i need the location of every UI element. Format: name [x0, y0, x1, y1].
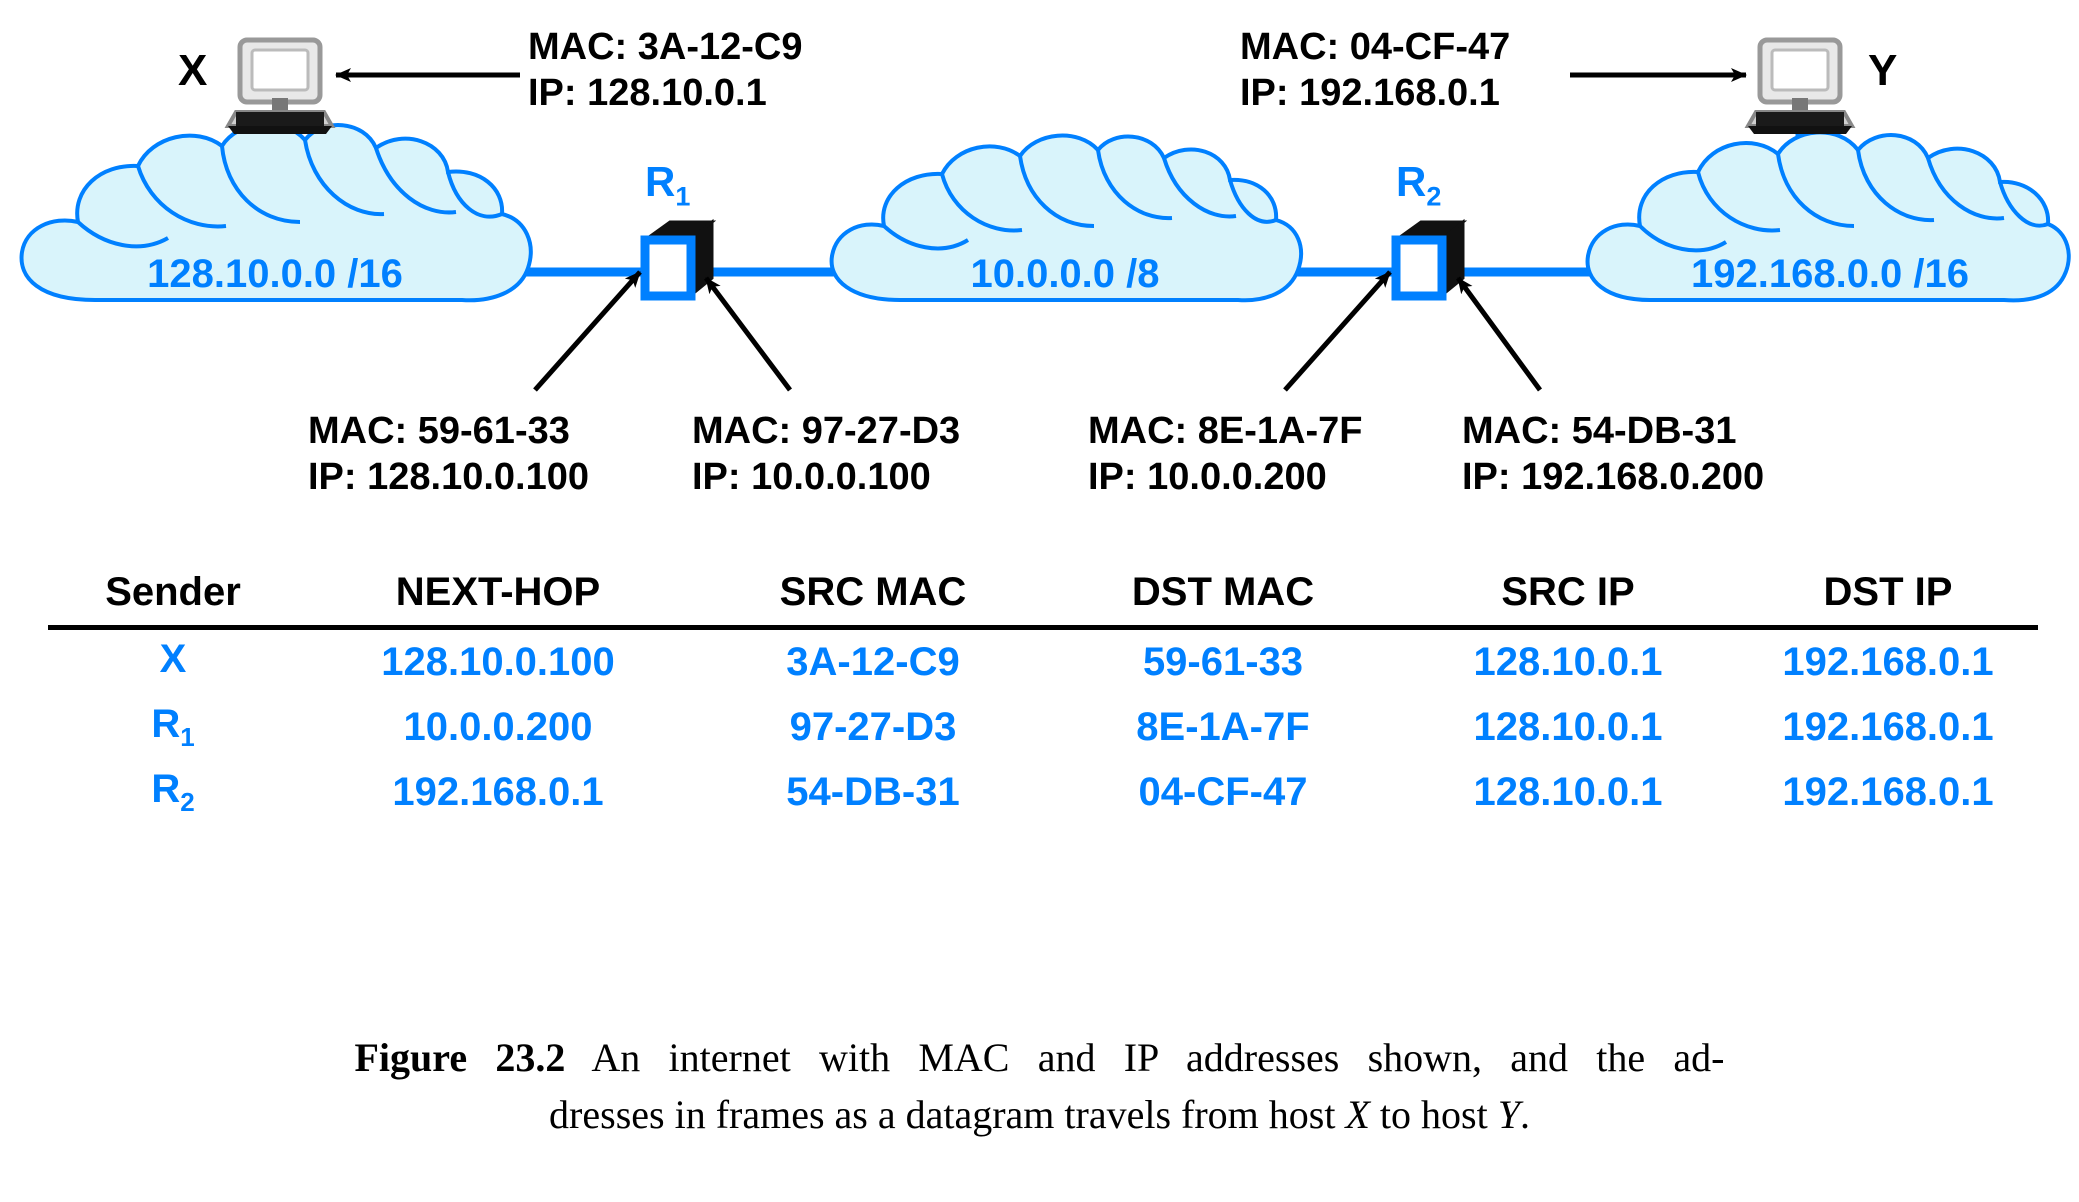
cell-sender-subscript: 1 [180, 722, 195, 752]
cell-dst-mac: 59-61-33 [1142, 640, 1304, 684]
cell-src-ip: 128.10.0.1 [1473, 640, 1663, 684]
router-r1-subscript: 1 [675, 181, 691, 212]
arrow-to-r1-left-interface [533, 270, 642, 392]
cell-src-mac: 54-DB-31 [786, 770, 960, 814]
host-x-ip-label: IP: 128.10.0.1 [528, 72, 767, 115]
r1-left-interface-annotation: MAC: 59-61-33 IP: 128.10.0.100 [308, 408, 589, 501]
cloud-network-left [19, 122, 533, 303]
cell-src-ip: 128.10.0.1 [1473, 770, 1663, 814]
cell-src-mac: 97-27-D3 [789, 705, 957, 749]
router-r2-label: R2 [1396, 158, 1441, 212]
host-y-computer-icon [1744, 37, 1856, 134]
router-r1-icon [640, 218, 717, 301]
table-row: R1 10.0.0.200 97-27-D3 8E-1A-7F 128.10.0… [48, 695, 2038, 760]
cell-next-hop: 128.10.0.100 [381, 640, 615, 684]
column-header-dst-ip: DST IP [1823, 570, 1953, 614]
router-r1-label: R1 [645, 158, 690, 212]
host-y-annotation: MAC: 04-CF-47 IP: 192.168.0.1 [1240, 24, 1510, 117]
router-r2-subscript: 2 [1426, 181, 1442, 212]
arrow-to-r2-right-interface [1455, 276, 1543, 392]
figure-caption: Figure 23.2 An internet with MAC and IP … [0, 1030, 2079, 1144]
host-x-annotation: MAC: 3A-12-C9 IP: 128.10.0.1 [528, 24, 802, 117]
cell-dst-mac: 8E-1A-7F [1136, 705, 1310, 749]
column-header-next-hop: NEXT-HOP [395, 570, 601, 614]
cell-dst-ip: 192.168.0.1 [1782, 770, 1994, 814]
host-x-computer-icon [224, 37, 336, 134]
cell-sender-name: R [151, 702, 181, 746]
r1-right-interface-annotation: MAC: 97-27-D3 IP: 10.0.0.100 [692, 408, 960, 501]
r1-left-ip-label: IP: 128.10.0.100 [308, 456, 589, 499]
cell-sender-name: X [159, 637, 187, 681]
router-r1-name: R [645, 158, 676, 205]
figure-caption-line2-pre: dresses in frames as a datagram travels … [549, 1091, 1346, 1137]
table-row: R2 192.168.0.1 54-DB-31 04-CF-47 128.10.… [48, 760, 2038, 825]
network-middle-label: 10.0.0.0 /8 [970, 252, 1160, 296]
r2-right-ip-label: IP: 192.168.0.200 [1462, 456, 1765, 499]
frame-addresses-table: Sender NEXT-HOP SRC MAC DST MAC SRC IP D… [0, 570, 2079, 825]
network-topology-diagram [19, 37, 2071, 392]
figure-number: Figure 23.2 [354, 1035, 566, 1080]
figure-caption-host-y: Y [1497, 1091, 1520, 1137]
network-right-label: 192.168.0.0 /16 [1690, 252, 1970, 296]
figure-caption-line1: An internet with MAC and IP addresses sh… [591, 1035, 1725, 1080]
cell-sender: R2 [48, 760, 298, 825]
figure-caption-host-x: X [1345, 1091, 1370, 1137]
cell-sender: X [48, 630, 298, 695]
r1-right-mac-label: MAC: 97-27-D3 [692, 410, 961, 452]
router-r2-name: R [1396, 158, 1427, 205]
cell-sender-name: R [151, 767, 181, 811]
column-header-sender: Sender [105, 570, 241, 614]
cell-dst-ip: 192.168.0.1 [1782, 640, 1994, 684]
host-y-ip-label: IP: 192.168.0.1 [1240, 72, 1500, 115]
r2-right-interface-annotation: MAC: 54-DB-31 IP: 192.168.0.200 [1462, 408, 1764, 501]
cloud-network-right [1585, 130, 2071, 303]
cell-next-hop: 10.0.0.200 [403, 705, 593, 749]
table-row: X 128.10.0.100 3A-12-C9 59-61-33 128.10.… [48, 630, 2038, 695]
table-header-rule [48, 625, 2038, 630]
arrow-to-r1-right-interface [704, 276, 792, 392]
column-header-src-mac: SRC MAC [779, 570, 967, 614]
cell-next-hop: 192.168.0.1 [392, 770, 604, 814]
r2-left-ip-label: IP: 10.0.0.200 [1088, 456, 1327, 499]
host-x-mac-label: MAC: 3A-12-C9 [528, 26, 803, 68]
host-x-label: X [178, 46, 208, 95]
host-y-label: Y [1868, 46, 1898, 95]
column-header-src-ip: SRC IP [1501, 570, 1635, 614]
r2-right-mac-label: MAC: 54-DB-31 [1462, 410, 1737, 452]
r2-left-interface-annotation: MAC: 8E-1A-7F IP: 10.0.0.200 [1088, 408, 1362, 501]
r1-left-mac-label: MAC: 59-61-33 [308, 410, 570, 452]
cell-dst-mac: 04-CF-47 [1138, 770, 1308, 814]
router-r2-icon [1391, 218, 1468, 301]
cell-src-ip: 128.10.0.1 [1473, 705, 1663, 749]
column-header-dst-mac: DST MAC [1131, 570, 1315, 614]
table-header-row: Sender NEXT-HOP SRC MAC DST MAC SRC IP D… [48, 570, 2038, 625]
host-y-mac-label: MAC: 04-CF-47 [1240, 26, 1511, 68]
cell-sender: R1 [48, 695, 298, 760]
cell-dst-ip: 192.168.0.1 [1782, 705, 1994, 749]
figure-caption-line2-mid: to host [1369, 1091, 1498, 1137]
network-left-label: 128.10.0.0 /16 [147, 252, 403, 296]
r1-right-ip-label: IP: 10.0.0.100 [692, 456, 931, 499]
cloud-network-middle [829, 133, 1303, 303]
cell-sender-subscript: 2 [180, 787, 195, 817]
figure-caption-line2-end: . [1519, 1091, 1530, 1137]
arrow-to-r2-left-interface [1283, 270, 1392, 392]
cell-src-mac: 3A-12-C9 [786, 640, 960, 684]
r2-left-mac-label: MAC: 8E-1A-7F [1088, 410, 1363, 452]
